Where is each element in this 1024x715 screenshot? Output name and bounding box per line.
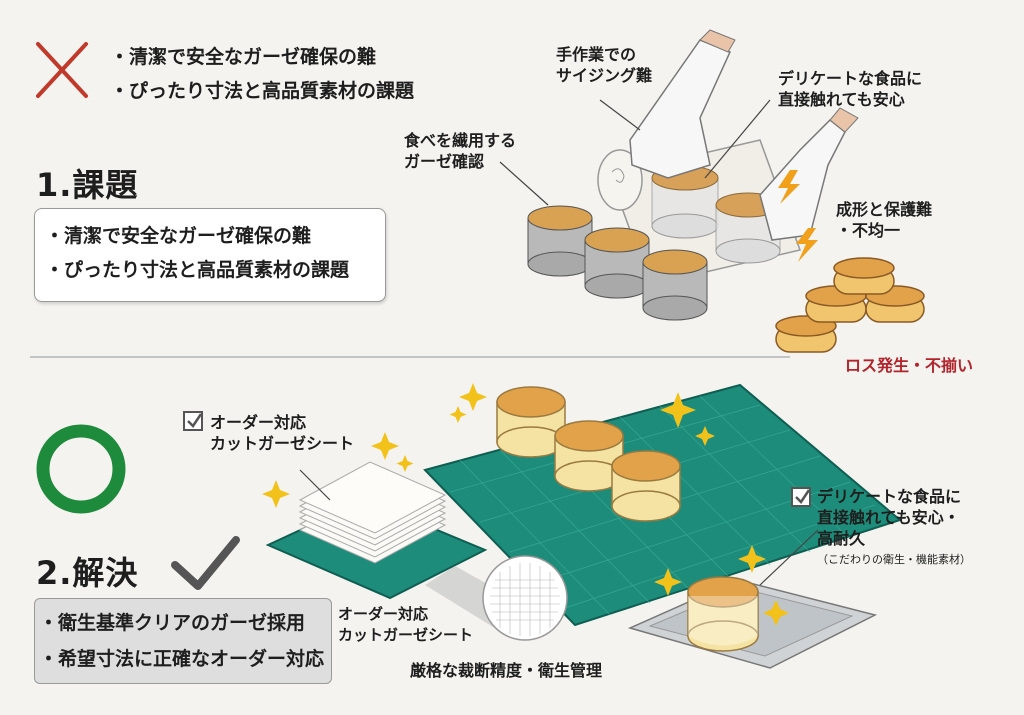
solution-box-bullet: 衛生基準クリアのガーゼ採用 (39, 605, 331, 641)
problem-box-bullet: ぴったり寸法と高品質素材の課題 (45, 253, 385, 287)
material-note: （こだわりの衛生・機能素材） (817, 553, 971, 566)
problem-top-bullet: 清潔で安全なガーゼ確保の難 (110, 40, 414, 74)
callout-delicate-solution: デリケートな食品に 直接触れても安心・ 高耐久 （こだわりの衛生・機能素材） (817, 486, 971, 570)
solution-title: 2.解決 (36, 554, 139, 592)
checkbox-icon (183, 411, 203, 431)
checkmark-icon (171, 536, 240, 590)
problem-title: 1.課題 (36, 166, 139, 204)
callout-order-sheet-bottom: オーダー対応 カットガーゼシート (338, 605, 474, 644)
callout-precision: 厳格な裁断精度・衛生管理 (410, 661, 603, 680)
solution-box-bullet: 希望寸法に正確なオーダー対応 (39, 641, 331, 677)
callout-sizing: 手作業での サイジング難 (556, 45, 653, 85)
callout-loss: ロス発生・不揃い (845, 356, 974, 375)
problem-illustration (499, 29, 925, 353)
problem-top-bullets: 清潔で安全なガーゼ確保の難 ぴったり寸法と高品質素材の課題 (110, 40, 414, 108)
problem-summary-box: 清潔で安全なガーゼ確保の難 ぴったり寸法と高品質素材の課題 (34, 208, 386, 302)
circle-ok-icon (36, 424, 126, 514)
callout-order-sheet-top: オーダー対応 カットガーゼシート (210, 413, 355, 453)
callout-gauze-check: 食べを繊用する ガーゼ確認 (404, 131, 517, 171)
callout-delicate-problem: デリケートな食品に 直接触れても安心 (778, 69, 923, 109)
problem-top-bullet: ぴったり寸法と高品質素材の課題 (110, 74, 414, 108)
cross-icon (36, 42, 88, 98)
solution-summary-box: 衛生基準クリアのガーゼ採用 希望寸法に正確なオーダー対応 (34, 598, 332, 684)
checkbox-icon (791, 487, 811, 507)
problem-box-bullet: 清潔で安全なガーゼ確保の難 (45, 219, 385, 253)
callout-forming: 成形と保護難 ・不均一 (836, 200, 933, 240)
solution-illustration (262, 383, 903, 669)
